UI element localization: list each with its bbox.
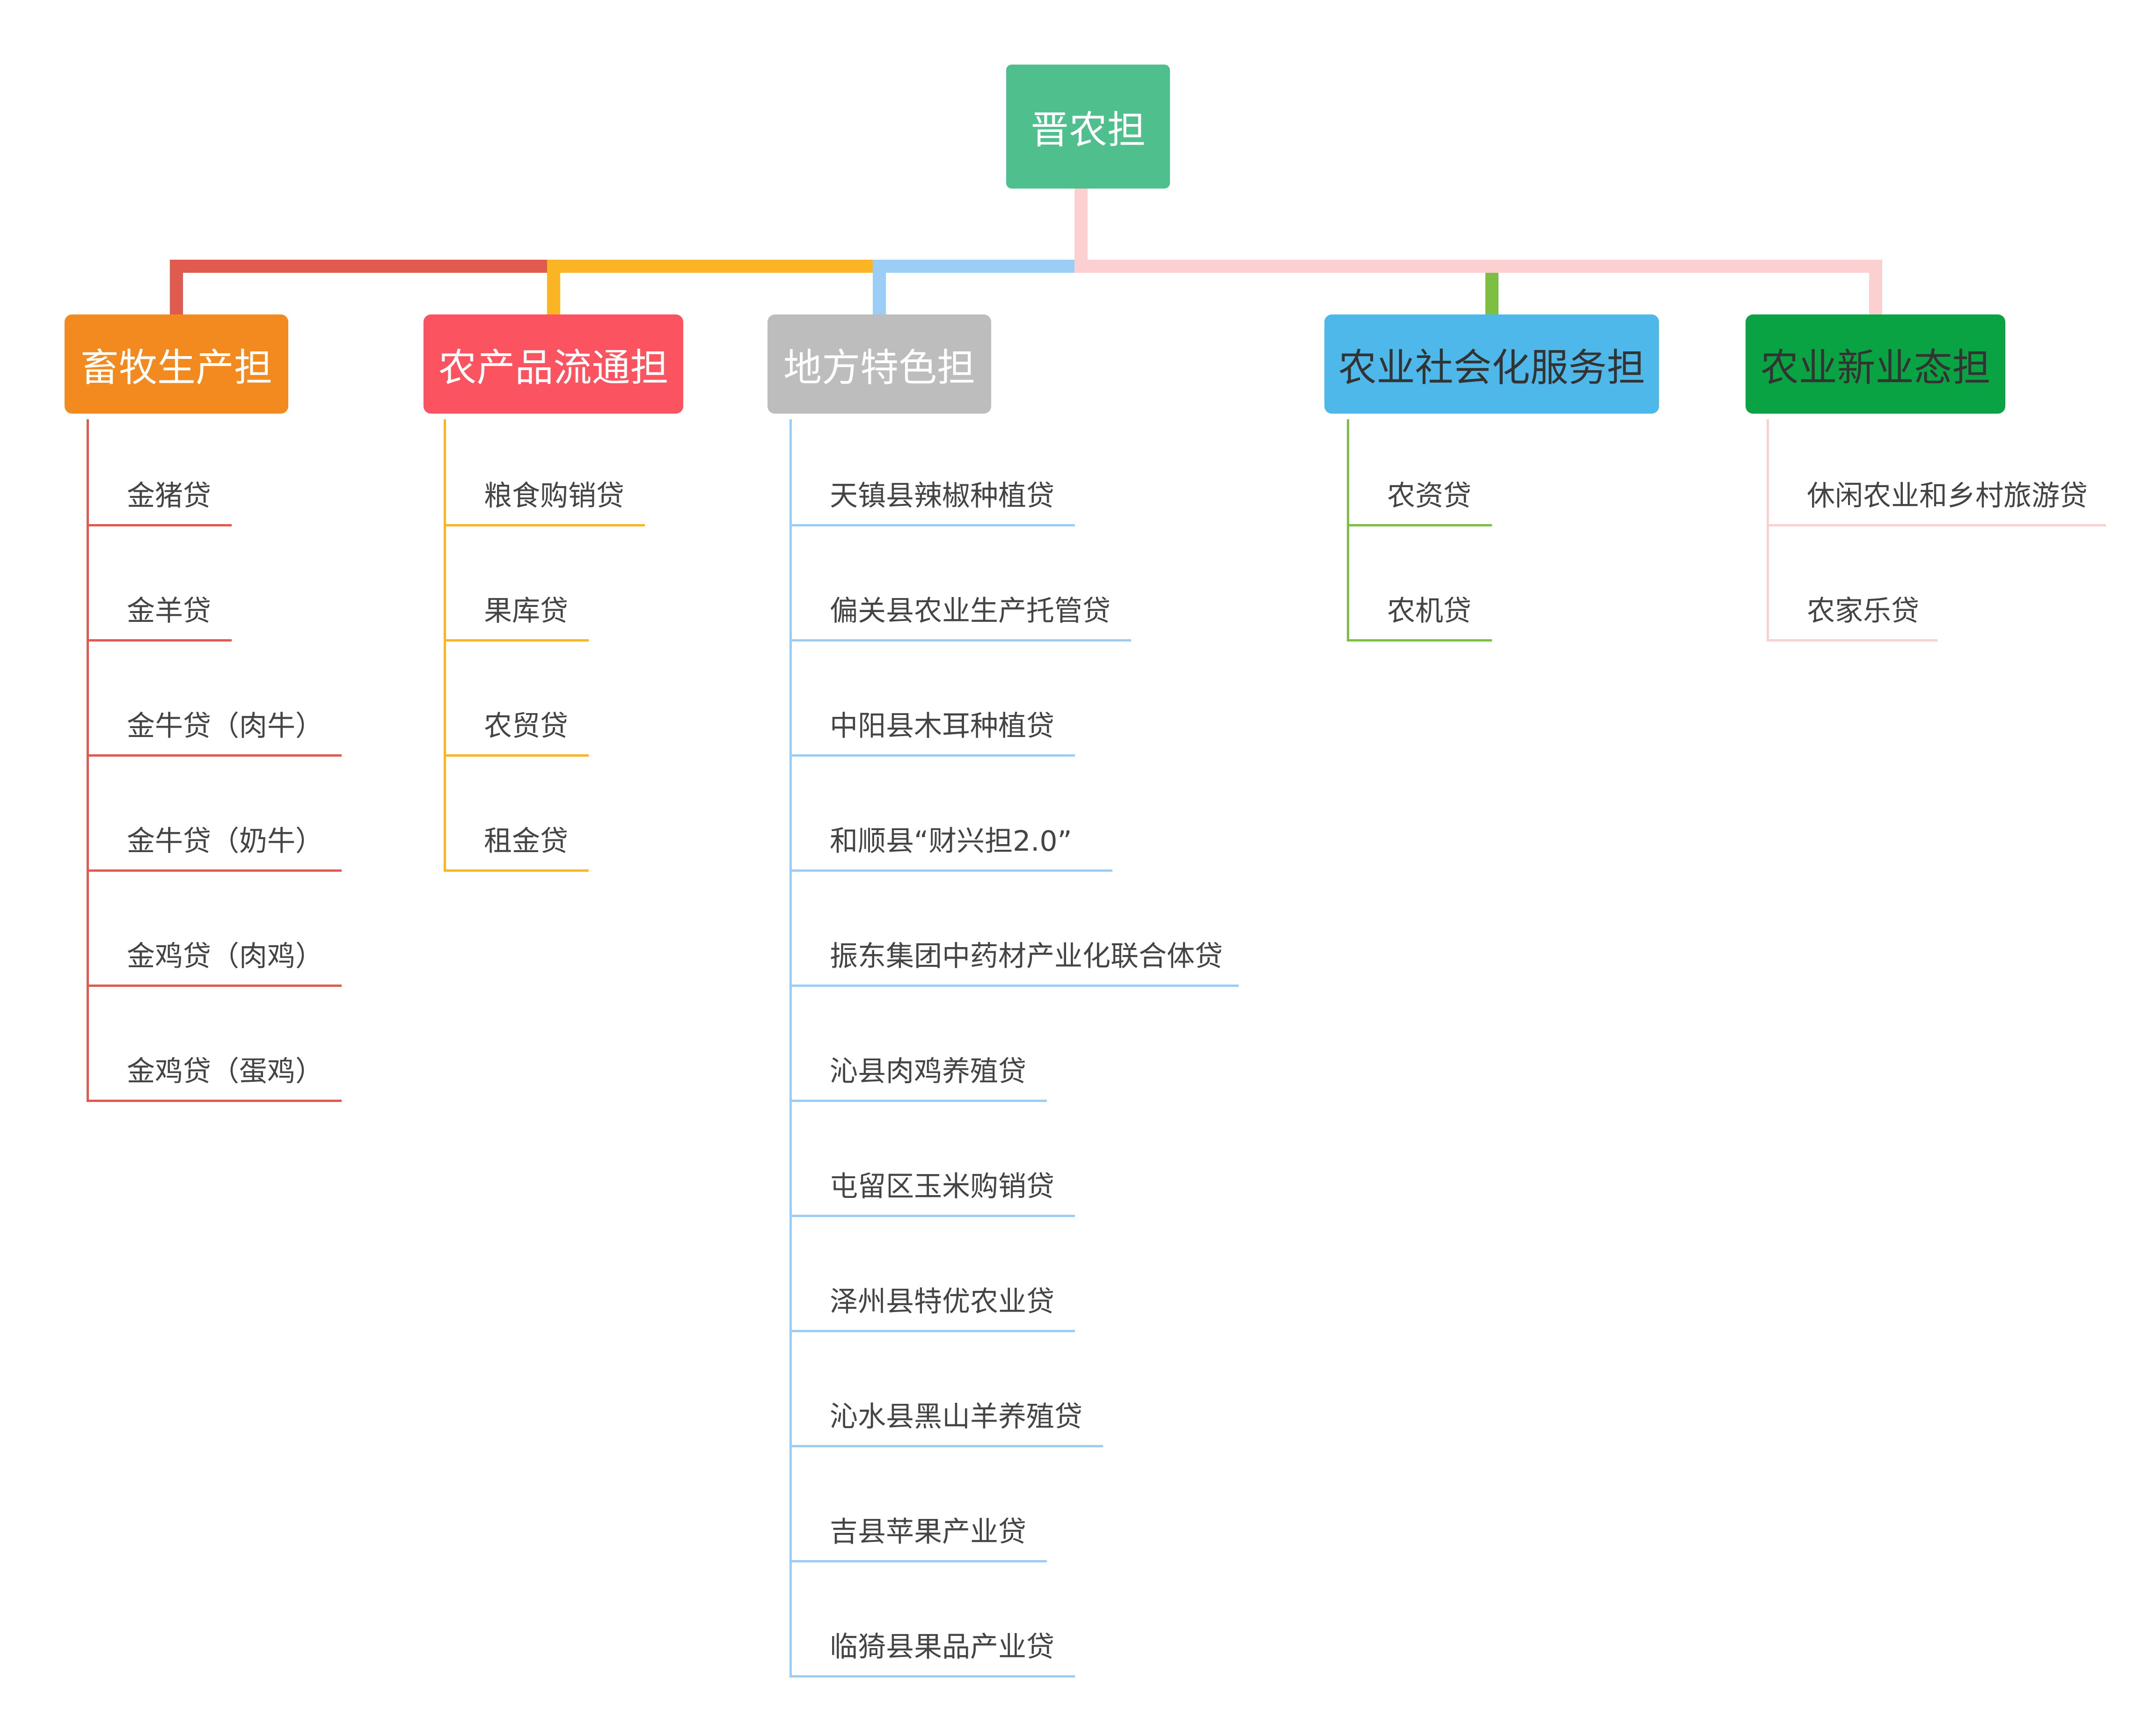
leaf-node-label: 金鸡贷（蛋鸡） — [127, 1055, 323, 1088]
leaf-node-label: 和顺县“财兴担2.0” — [830, 825, 1072, 858]
branch-stem-2 — [444, 419, 446, 872]
leaf-node-label: 沁县肉鸡养殖贷 — [830, 1055, 1026, 1088]
leaf-node-label: 泽州县特优农业贷 — [830, 1285, 1054, 1318]
leaf-node-label: 偏关县农业生产托管贷 — [830, 595, 1111, 627]
leaf-node[interactable]: 农家乐贷 — [1767, 581, 1937, 642]
leaf-node-label: 金牛贷（奶牛） — [127, 825, 323, 858]
leaf-node-label: 果库贷 — [484, 595, 568, 627]
leaf-node-label: 金猪贷 — [127, 480, 211, 512]
branch-node-5[interactable]: 农业新业态担 — [1746, 314, 2005, 414]
leaf-node-label: 粮食购销贷 — [484, 480, 624, 512]
leaf-node-label: 金牛贷（肉牛） — [127, 710, 323, 743]
leaf-node[interactable]: 沁水县黑山羊养殖贷 — [789, 1386, 1103, 1447]
leaf-node[interactable]: 金牛贷（奶牛） — [87, 811, 342, 872]
leaf-node[interactable]: 果库贷 — [444, 581, 589, 642]
leaf-node[interactable]: 吉县苹果产业贷 — [789, 1502, 1047, 1562]
leaf-node-label: 休闲农业和乡村旅游贷 — [1807, 480, 2088, 512]
leaf-node[interactable]: 农贸贷 — [444, 696, 589, 757]
leaf-node[interactable]: 金鸡贷（肉鸡） — [87, 926, 342, 987]
leaf-node-label: 金鸡贷（肉鸡） — [127, 940, 323, 973]
leaf-node[interactable]: 金牛贷（肉牛） — [87, 696, 342, 757]
branch-node-label: 农产品流通担 — [438, 345, 669, 390]
leaf-node-label: 沁水县黑山羊养殖贷 — [830, 1401, 1082, 1433]
leaf-node-label: 租金贷 — [484, 825, 568, 858]
branch-stem-4 — [1347, 419, 1349, 642]
leaf-node[interactable]: 农机贷 — [1347, 581, 1492, 642]
leaf-node[interactable]: 金羊贷 — [87, 581, 232, 642]
branch-node-label: 地方特色担 — [783, 345, 975, 390]
leaf-node[interactable]: 屯留区玉米购销贷 — [789, 1156, 1075, 1217]
leaf-node-label: 临猗县果品产业贷 — [830, 1631, 1054, 1663]
leaf-node[interactable]: 租金贷 — [444, 811, 589, 872]
leaf-node-label: 屯留区玉米购销贷 — [830, 1170, 1054, 1203]
branch-node-label: 农业社会化服务担 — [1338, 345, 1645, 390]
leaf-node[interactable]: 和顺县“财兴担2.0” — [789, 811, 1112, 872]
connector-bus-5 — [1074, 260, 1882, 273]
leaf-node-label: 农机贷 — [1387, 595, 1471, 627]
branch-node-2[interactable]: 农产品流通担 — [424, 314, 683, 414]
leaf-node[interactable]: 振东集团中药材产业化联合体贷 — [789, 926, 1239, 987]
branch-stem-1 — [87, 419, 89, 1102]
branch-node-1[interactable]: 畜牧生产担 — [65, 314, 288, 414]
connector-drop-5 — [1869, 260, 1882, 314]
branch-node-label: 畜牧生产担 — [80, 345, 272, 390]
leaf-node[interactable]: 金猪贷 — [87, 466, 232, 526]
branch-node-label: 农业新业态担 — [1760, 345, 1991, 390]
leaf-node-label: 农资贷 — [1387, 480, 1471, 512]
branch-node-4[interactable]: 农业社会化服务担 — [1324, 314, 1659, 414]
leaf-node[interactable]: 农资贷 — [1347, 466, 1492, 526]
leaf-node[interactable]: 金鸡贷（蛋鸡） — [87, 1041, 342, 1102]
leaf-node-label: 天镇县辣椒种植贷 — [830, 480, 1054, 512]
leaf-node-label: 吉县苹果产业贷 — [830, 1516, 1026, 1548]
connector-drop-2 — [547, 260, 560, 314]
leaf-node-label: 农贸贷 — [484, 710, 568, 743]
leaf-node[interactable]: 偏关县农业生产托管贷 — [789, 581, 1131, 642]
leaf-node[interactable]: 天镇县辣椒种植贷 — [789, 466, 1075, 526]
leaf-node[interactable]: 中阳县木耳种植贷 — [789, 696, 1075, 757]
leaf-node[interactable]: 沁县肉鸡养殖贷 — [789, 1041, 1047, 1102]
leaf-node-label: 金羊贷 — [127, 595, 211, 627]
leaf-node[interactable]: 临猗县果品产业贷 — [789, 1617, 1075, 1678]
branch-stem-5 — [1767, 419, 1769, 642]
leaf-node-label: 振东集团中药材产业化联合体贷 — [830, 940, 1223, 973]
branch-stem-3 — [789, 419, 792, 1678]
branch-node-3[interactable]: 地方特色担 — [767, 314, 991, 414]
connector-drop-3 — [873, 260, 886, 314]
leaf-node-label: 农家乐贷 — [1807, 595, 1919, 627]
root-node-label: 晋农担 — [1030, 108, 1146, 153]
leaf-node[interactable]: 休闲农业和乡村旅游贷 — [1767, 466, 2106, 526]
root-node[interactable]: 晋农担 — [1006, 65, 1170, 189]
connector-bus-3 — [873, 260, 1088, 273]
leaf-node-label: 中阳县木耳种植贷 — [830, 710, 1054, 743]
root-connector — [1074, 189, 1088, 273]
connector-drop-1 — [170, 260, 183, 314]
leaf-node[interactable]: 泽州县特优农业贷 — [789, 1271, 1075, 1332]
leaf-node[interactable]: 粮食购销贷 — [444, 466, 645, 526]
